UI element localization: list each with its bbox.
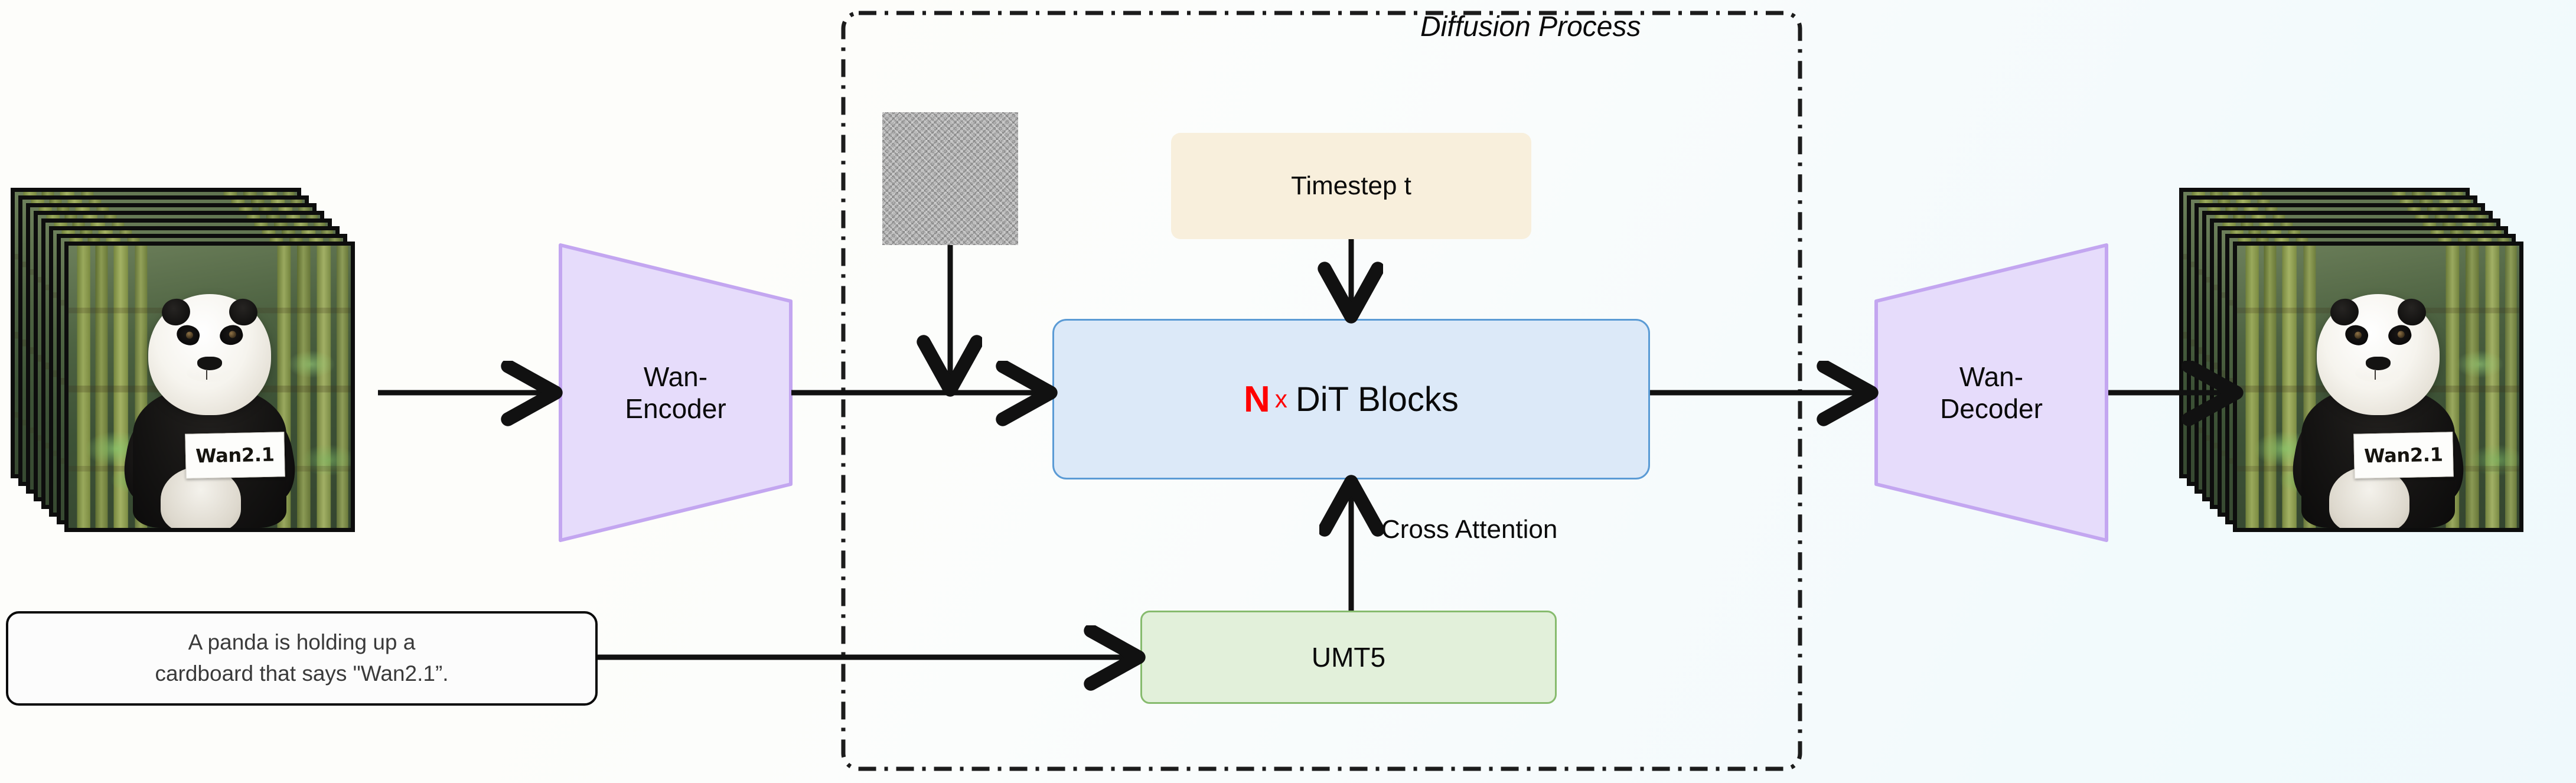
cardboard-sign-text: Wan2.1 <box>2363 443 2443 468</box>
output-video-frames: Wan2.1 <box>2179 188 2545 554</box>
prompt-box[interactable]: A panda is holding up a cardboard that s… <box>6 611 598 706</box>
input-video-frames: Wan2.1 <box>11 188 377 554</box>
timestep-box[interactable]: Timestep t <box>1171 133 1531 239</box>
timestep-label: Timestep t <box>1291 171 1411 200</box>
dit-blocks-label: DiT Blocks <box>1295 380 1459 419</box>
cardboard-sign: Wan2.1 <box>184 432 285 479</box>
cardboard-sign: Wan2.1 <box>2353 432 2454 479</box>
wan-decoder-block[interactable]: Wan- Decoder <box>1873 242 2109 543</box>
dit-repeat-count: N <box>1244 379 1270 420</box>
gaussian-noise-patch <box>882 112 1018 245</box>
prompt-line-1: A panda is holding up a <box>188 630 416 655</box>
dit-times-symbol: x <box>1274 385 1287 413</box>
umt5-box[interactable]: UMT5 <box>1140 611 1557 704</box>
dit-blocks-box[interactable]: N x DiT Blocks <box>1052 319 1650 479</box>
prompt-line-2: cardboard that says "Wan2.1”. <box>155 661 449 686</box>
frame-front: Wan2.1 <box>64 242 355 532</box>
umt5-label: UMT5 <box>1311 642 1386 673</box>
diffusion-process-title: Diffusion Process <box>1420 11 1641 43</box>
cross-attention-label: Cross Attention <box>1381 515 1558 544</box>
panda-illustration: Wan2.1 <box>118 271 301 528</box>
frame-front: Wan2.1 <box>2233 242 2523 532</box>
wan-encoder-block[interactable]: Wan- Encoder <box>557 242 794 543</box>
cardboard-sign-text: Wan2.1 <box>195 443 275 468</box>
panda-illustration: Wan2.1 <box>2287 271 2470 528</box>
